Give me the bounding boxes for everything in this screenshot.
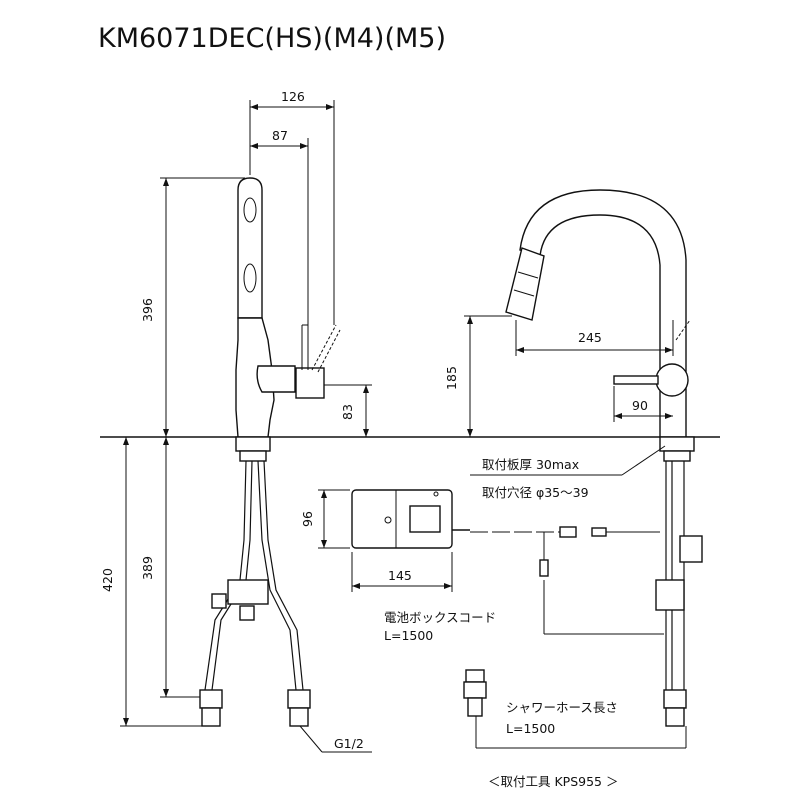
cord-plug xyxy=(539,559,549,577)
spray-button-lower xyxy=(243,263,257,293)
hose-fitting-body xyxy=(467,697,483,717)
dim-83: 83 xyxy=(324,384,372,437)
mount-hole-label: 取付穴径 φ35～39 xyxy=(482,485,589,500)
mount-nut xyxy=(235,436,271,452)
pullout-head xyxy=(505,247,545,321)
lever-base xyxy=(256,365,296,393)
battery-box-window xyxy=(409,505,441,533)
dim-126-label: 126 xyxy=(281,89,305,104)
faucet-body xyxy=(235,317,275,438)
dim-245: 245 xyxy=(515,320,674,356)
side-mount-washer xyxy=(663,450,691,462)
hose-left-inner xyxy=(211,460,253,691)
battery-box-indicator xyxy=(433,491,439,497)
hose-left-outer xyxy=(204,460,247,691)
dim-96-label: 96 xyxy=(300,511,315,527)
thread-callout: G1/2 xyxy=(299,725,372,753)
pullout-head-band-upper xyxy=(517,271,539,279)
side-mount-nut xyxy=(659,436,695,452)
dim-top: 126 87 xyxy=(249,89,335,325)
cord-connector-b xyxy=(591,527,607,537)
dim-145-label: 145 xyxy=(388,568,412,583)
thread-label: G1/2 xyxy=(334,736,364,751)
battery-cord-length-label: L=1500 xyxy=(384,628,433,643)
connector-left-nut xyxy=(201,707,221,727)
hose-right-inner xyxy=(257,460,297,691)
shower-hose-length-label: L=1500 xyxy=(506,721,555,736)
connector-right-nut xyxy=(289,707,309,727)
dim-185: 185 xyxy=(444,315,512,437)
mount-thickness-label: 取付板厚 30max xyxy=(482,457,579,472)
page-title: KM6071DEC(HS)(M4)(M5) xyxy=(98,23,446,54)
dim-90: 90 xyxy=(613,386,673,422)
dim-185-label: 185 xyxy=(444,366,459,390)
front-view xyxy=(199,177,341,727)
spout-head xyxy=(237,177,263,319)
dim-83-label: 83 xyxy=(340,404,355,420)
gooseneck-spout xyxy=(519,189,687,438)
tool-label: ＜取付工具 KPS955 ＞ xyxy=(488,774,618,789)
spray-button-upper xyxy=(243,197,257,223)
battery-box-screw xyxy=(384,516,392,524)
dim-battery: 96 145 xyxy=(300,489,453,592)
dim-396-label: 396 xyxy=(140,298,155,322)
connector-right xyxy=(287,689,311,709)
mount-notes: 取付板厚 30max 取付穴径 φ35～39 xyxy=(470,445,666,500)
hose-fitting-top xyxy=(465,669,485,683)
battery-box xyxy=(351,489,664,635)
dim-420-label: 420 xyxy=(100,568,115,592)
dim-245-label: 245 xyxy=(578,330,602,345)
lever-hub xyxy=(295,367,325,399)
dim-87-label: 87 xyxy=(272,128,288,143)
dim-below-deck: 420 389 xyxy=(100,437,210,727)
side-valve xyxy=(655,579,685,611)
connector-left xyxy=(199,689,223,709)
lever-side-handle xyxy=(613,375,659,385)
cord-connector-a xyxy=(559,526,577,538)
hose-right-outer xyxy=(263,460,304,691)
lever-side-hub xyxy=(655,363,689,397)
valve-left-fitting xyxy=(211,593,227,609)
lever-side-range xyxy=(675,319,691,341)
mount-washer xyxy=(239,450,267,462)
battery-cord-label: 電池ボックスコード xyxy=(384,610,496,625)
dim-396: 396 xyxy=(140,177,245,437)
lever-range-dashed xyxy=(311,324,341,373)
dim-389-label: 389 xyxy=(140,556,155,580)
valve-body xyxy=(227,579,269,605)
valve-lower-fitting xyxy=(239,605,255,621)
hose-fitting-nut xyxy=(463,681,487,699)
shower-hose-fitting xyxy=(463,669,687,749)
dim-90-label: 90 xyxy=(632,398,648,413)
control-box xyxy=(679,535,703,563)
shower-hose-label: シャワーホース長さ xyxy=(506,700,618,715)
pullout-head-band-lower xyxy=(513,289,535,297)
side-view xyxy=(505,189,703,727)
battery-box-body xyxy=(351,489,453,549)
side-connector xyxy=(663,689,687,709)
side-connector-nut xyxy=(665,707,685,727)
